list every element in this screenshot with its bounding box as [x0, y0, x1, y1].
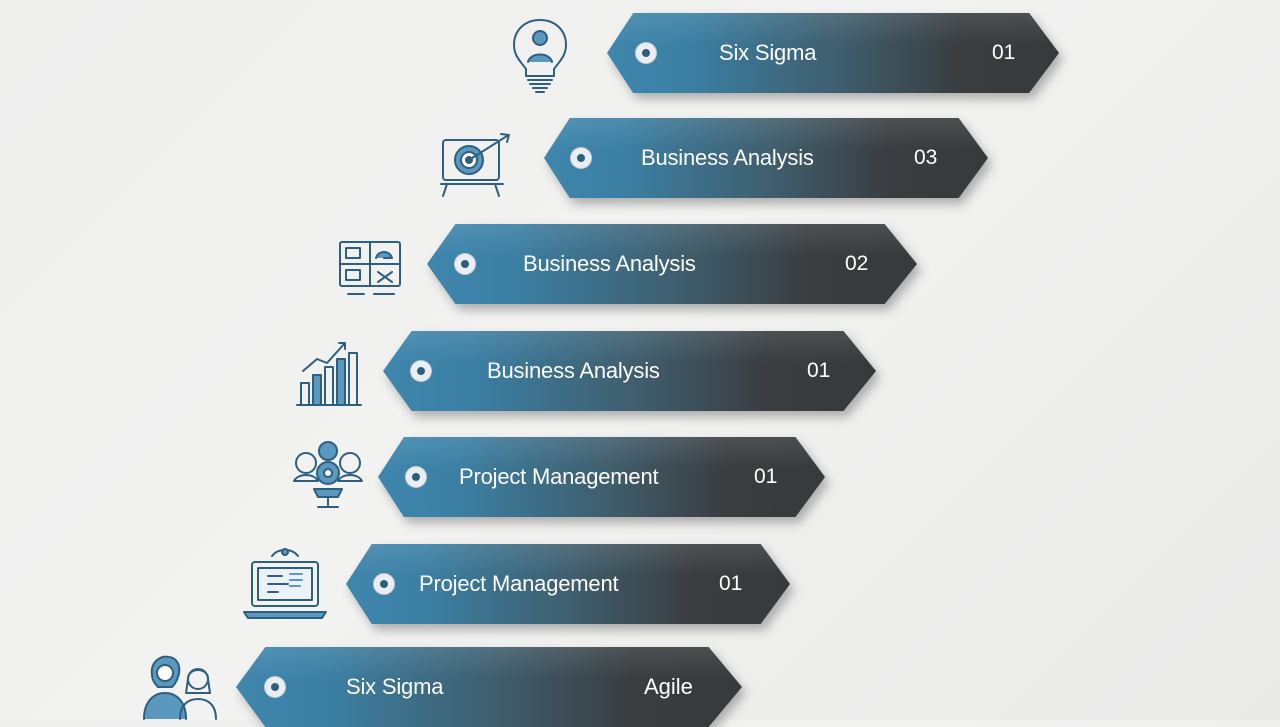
banner-shape: [383, 331, 876, 411]
bullet-dot: [264, 676, 286, 698]
step-number: Agile: [644, 674, 693, 699]
step-label: Business Analysis: [523, 251, 696, 276]
step-number: 02: [845, 252, 869, 275]
step-banner: Project Management 01: [378, 437, 825, 517]
bullet-dot: [373, 573, 395, 595]
step-banner: Business Analysis 03: [544, 118, 988, 198]
banner-shape: [378, 437, 825, 517]
bullet-dot: [454, 253, 476, 275]
step-3: Business Analysis 02: [0, 224, 1280, 304]
banner-shape: [427, 224, 917, 304]
team-network-icon: [288, 437, 368, 515]
step-number: 01: [754, 465, 778, 488]
step-1: Six Sigma 01: [0, 13, 1280, 93]
bullet-dot: [410, 360, 432, 382]
bullet-dot: [570, 147, 592, 169]
people-icon: [138, 653, 220, 720]
step-6: Project Management 01: [0, 544, 1280, 624]
target-board-icon: [437, 130, 521, 202]
step-4: Business Analysis 01: [0, 331, 1280, 411]
bar-chart-growth-icon: [293, 337, 365, 409]
step-banner: Business Analysis 02: [427, 224, 917, 304]
step-label: Project Management: [459, 464, 659, 489]
step-number: 01: [992, 41, 1016, 64]
banner-shape: [607, 13, 1059, 93]
step-number: 01: [719, 572, 743, 595]
step-5: Project Management 01: [0, 437, 1280, 517]
flowchart-map-icon: [334, 238, 406, 302]
step-label: Project Management: [419, 571, 619, 596]
step-banner: Six Sigma 01: [607, 13, 1059, 93]
bullet-dot: [635, 42, 657, 64]
step-2: Business Analysis 03: [0, 118, 1280, 198]
step-banner: Project Management 01: [346, 544, 790, 624]
banner-shape: [346, 544, 790, 624]
step-banner: Business Analysis 01: [383, 331, 876, 411]
step-label: Six Sigma: [346, 674, 444, 699]
step-label: Business Analysis: [487, 358, 660, 383]
step-number: 03: [914, 146, 938, 169]
banner-shape: [236, 647, 742, 727]
step-label: Business Analysis: [641, 145, 814, 170]
step-label: Six Sigma: [719, 40, 817, 65]
lightbulb-person-icon: [508, 16, 572, 100]
step-number: 01: [807, 359, 831, 382]
step-banner: Six Sigma Agile: [236, 647, 742, 727]
bullet-dot: [405, 466, 427, 488]
banner-shape: [544, 118, 988, 198]
laptop-icon: [242, 546, 328, 622]
step-7: Six Sigma Agile: [0, 647, 1280, 727]
